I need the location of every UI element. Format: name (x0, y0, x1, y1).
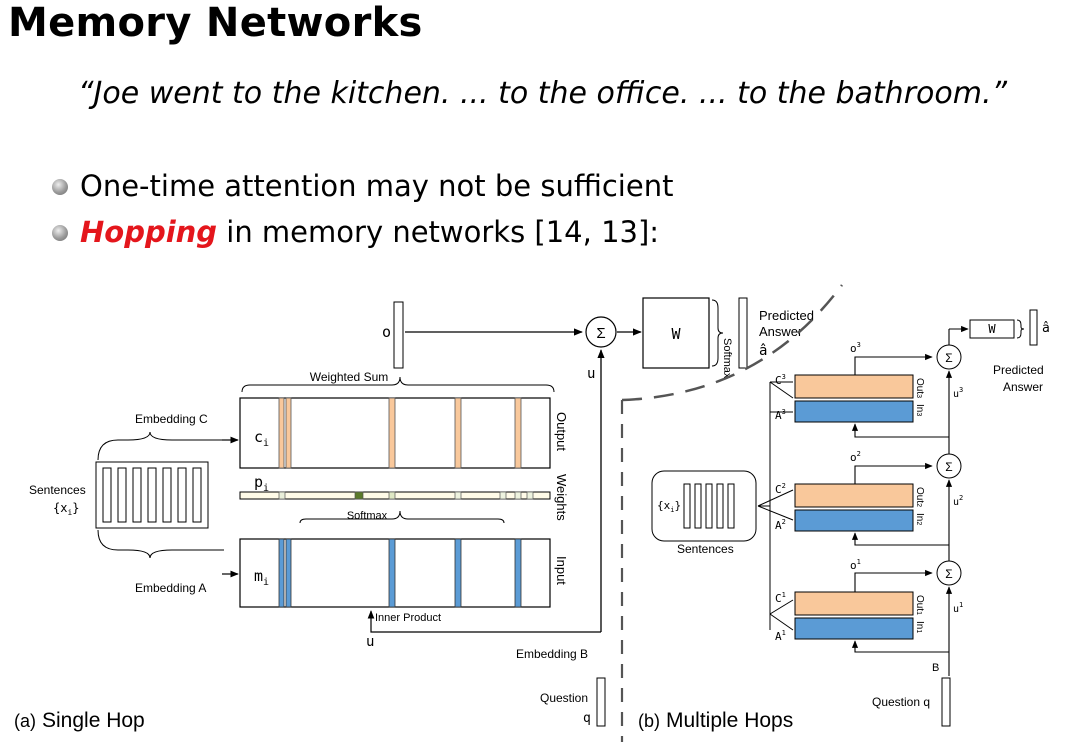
hop1-a-label: A1 (775, 629, 786, 643)
sentence-vectors-b (683, 483, 735, 529)
hop-2: C2 A2 Out2 In2 o2 Σ u2 (775, 450, 963, 532)
u-label: u (587, 366, 595, 382)
bullet-icon (52, 179, 68, 195)
question-label: Question (540, 691, 588, 705)
inner-product-label: Inner Product (375, 612, 441, 624)
weights-side-label: Weights (554, 474, 569, 521)
hop1-input-memory (794, 617, 914, 640)
single-hop-diagram: o Σ W Softmax Predicted Answer â u Weigh… (14, 297, 814, 732)
predicted-label: Predicted (759, 308, 814, 323)
answer-label-b: Answer (1003, 380, 1043, 394)
input-memory-columns (278, 538, 522, 608)
w-label: W (671, 325, 681, 343)
c-i-label: ci (254, 428, 269, 449)
softmax-vertical-label: Softmax (721, 338, 733, 379)
question-q-label: Question q (872, 695, 930, 709)
sum-node (585, 316, 617, 348)
caption-b: (b)Multiple Hops (638, 709, 793, 732)
memory-network-figure: o Σ W Softmax Predicted Answer â u Weigh… (14, 284, 1050, 742)
highlight-word: Hopping (80, 215, 218, 249)
bullet-text: One-time attention may not be sufficient (80, 169, 674, 203)
answer-vector (738, 297, 748, 369)
softmax-label: Softmax (347, 510, 388, 522)
hop2-u-label: u2 (953, 494, 963, 508)
hop2-input-memory (794, 509, 914, 532)
embedding-b-label: Embedding B (516, 647, 588, 661)
hop2-sigma: Σ (945, 460, 952, 474)
hop1-output-memory (794, 591, 914, 616)
question-vector (596, 677, 606, 727)
weighted-sum-label: Weighted Sum (310, 370, 389, 384)
hop2-in-label: In2 (914, 513, 925, 525)
hop1-sigma: Σ (945, 567, 952, 581)
sentences-label-b: Sentences (677, 542, 734, 556)
u-bottom-label: u (366, 634, 374, 650)
answer-vector-b (1029, 309, 1038, 346)
hop2-output-memory (794, 483, 914, 508)
hop3-c-label: C3 (775, 373, 786, 387)
hop3-o-label: o3 (850, 341, 861, 355)
softmax-brace-a (299, 510, 505, 524)
hop-1: C1 A1 Out1 In1 o1 Σ u1 (775, 558, 963, 643)
answer-label: Answer (759, 324, 803, 339)
w-label-b: W (988, 322, 996, 336)
sigma-symbol: Σ (596, 325, 605, 342)
output-memory-columns (278, 397, 522, 469)
hop3-in-label: In3 (914, 404, 925, 416)
weights-cells (278, 491, 534, 500)
bullet-text-rest: in memory networks [14, 13]: (217, 215, 660, 249)
bullet-icon (52, 225, 68, 241)
x-i-label-b: {xi} (657, 499, 681, 514)
sentence-vectors (102, 467, 202, 523)
q-label: q (583, 711, 591, 726)
hop3-u-label: u3 (953, 386, 963, 400)
sentences-label: Sentences (29, 483, 86, 497)
weighted-sum-brace (241, 376, 555, 393)
question-vector-b (941, 677, 951, 727)
hop3-out-label: Out3 (914, 378, 925, 398)
caption-a: (a)Single Hop (14, 709, 145, 732)
bullet-text: Hopping in memory networks [14, 13]: (80, 214, 659, 250)
x-i-label: {xi} (53, 501, 80, 517)
w-matrix-b (969, 319, 1015, 339)
hop3-input-memory (794, 400, 914, 423)
multiple-hops-diagram: {xi} Sentences C3 A3 Out3 In3 o3 Σ u3 (638, 309, 1050, 732)
embedding-connectors (757, 381, 794, 631)
hop2-out-label: Out2 (914, 487, 925, 507)
a-hat-label: â (759, 343, 767, 359)
separator-curve (621, 284, 844, 402)
hop1-c-label: C1 (775, 591, 786, 605)
hop2-c-label: C2 (775, 482, 786, 496)
b-label: B (932, 662, 939, 674)
hop-3: C3 A3 Out3 In3 o3 Σ u3 (775, 341, 963, 423)
softmax-brace (711, 299, 724, 367)
hop1-out-label: Out1 (914, 595, 925, 615)
embedding-c-label: Embedding C (135, 412, 208, 426)
hop1-in-label: In1 (914, 621, 925, 633)
embedding-a-label: Embedding A (135, 581, 206, 595)
p-i-label: pi (254, 473, 269, 494)
predicted-label-b: Predicted (993, 363, 1044, 377)
a-hat-label-b: â (1042, 321, 1050, 336)
hop2-o-label: o2 (850, 450, 861, 464)
input-side-label: Input (554, 556, 569, 585)
hop2-a-label: A2 (775, 518, 786, 532)
o-vector (393, 301, 404, 369)
hop3-a-label: A3 (775, 408, 786, 422)
u-to-inner-line (370, 625, 601, 633)
hop3-output-memory (794, 374, 914, 399)
w-matrix (642, 297, 710, 369)
output-side-label: Output (554, 412, 569, 451)
example-quote: “Joe went to the kitchen. ... to the off… (78, 76, 1008, 111)
m-i-label: mi (254, 567, 269, 588)
hop3-sigma: Σ (945, 351, 952, 365)
hop1-o-label: o1 (850, 558, 861, 572)
u-flow-lines (851, 325, 969, 676)
o-label: o (382, 323, 391, 341)
slide-title: Memory Networks (8, 0, 423, 46)
hop1-u-label: u1 (953, 601, 963, 615)
